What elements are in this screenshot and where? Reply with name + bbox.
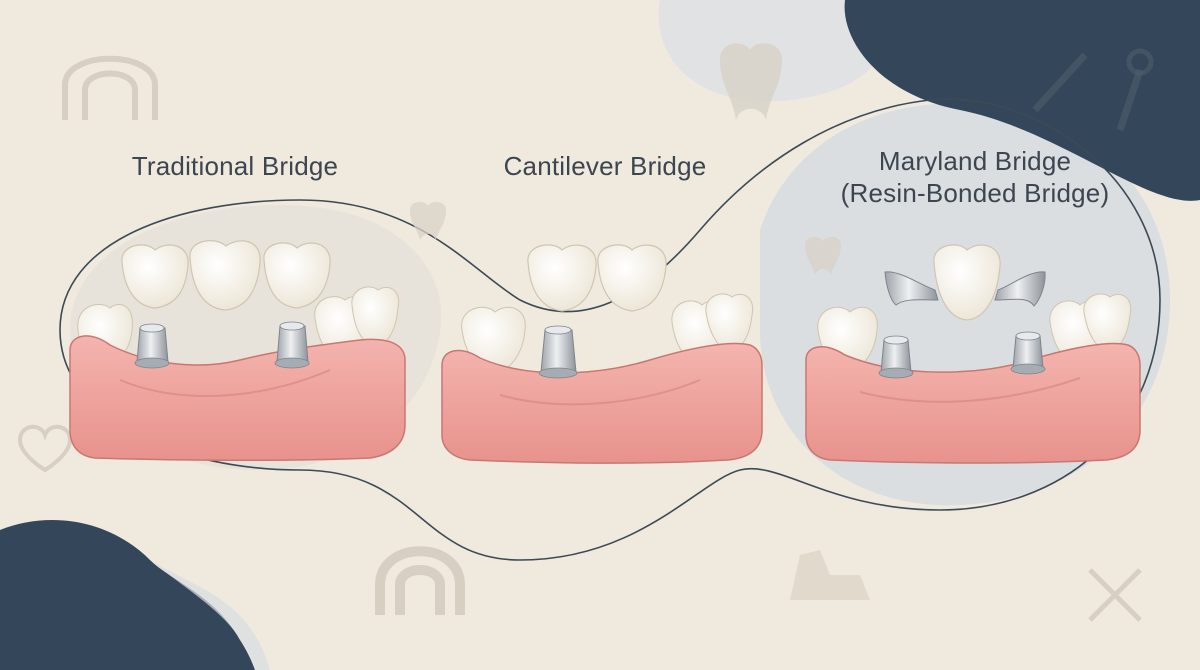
crossed-tools-icon — [1088, 568, 1142, 622]
crown — [933, 244, 1001, 321]
abutment — [274, 321, 310, 369]
tooth-percent-icon — [720, 43, 782, 120]
cantilever-bridge-model — [441, 244, 763, 464]
heart-pulse-icon — [17, 424, 73, 473]
title-subline: (Resin-Bonded Bridge) — [840, 178, 1110, 208]
traditional-bridge-model — [69, 240, 406, 462]
gum-ridge — [859, 377, 1081, 403]
dental-tools-icon — [1032, 52, 1144, 132]
natural-teeth — [817, 293, 1132, 372]
crown — [597, 244, 667, 312]
outline-curve — [59, 98, 1161, 561]
abutment — [134, 323, 170, 369]
small-tooth-icon-2 — [805, 236, 841, 275]
crown — [527, 244, 597, 312]
crown — [189, 240, 261, 311]
crown — [263, 242, 331, 309]
metal-wing-right — [994, 271, 1046, 307]
background-icons — [17, 43, 1154, 622]
cantilever-bridge-title: Cantilever Bridge — [430, 150, 780, 182]
abutment — [1010, 331, 1046, 375]
title-line: Traditional Bridge — [131, 151, 339, 181]
magnet-icon — [375, 546, 465, 615]
small-tooth-icon — [410, 201, 446, 240]
abutment — [878, 335, 914, 379]
dental-chair-icon — [790, 550, 870, 600]
title-line: Cantilever Bridge — [503, 151, 707, 181]
bridge-crowns — [121, 240, 331, 311]
mirror-icon — [1126, 48, 1154, 76]
light-blob-bottom-left — [150, 560, 270, 670]
dark-blob-top-right — [844, 0, 1200, 201]
metal-wing-left — [884, 271, 939, 306]
gum-ridge — [499, 379, 701, 406]
arch-icon — [62, 55, 158, 120]
maryland-bridge-title: Maryland Bridge (Resin-Bonded Bridge) — [790, 145, 1160, 209]
title-line: Maryland Bridge — [878, 146, 1072, 176]
bridge-crowns — [527, 244, 667, 312]
abutment — [538, 325, 578, 379]
traditional-bridge-title: Traditional Bridge — [60, 150, 410, 182]
crown — [121, 244, 189, 309]
maryland-bridge-model — [805, 244, 1141, 464]
dark-blob-bottom-left — [0, 520, 255, 670]
gum-ridge — [119, 369, 331, 397]
